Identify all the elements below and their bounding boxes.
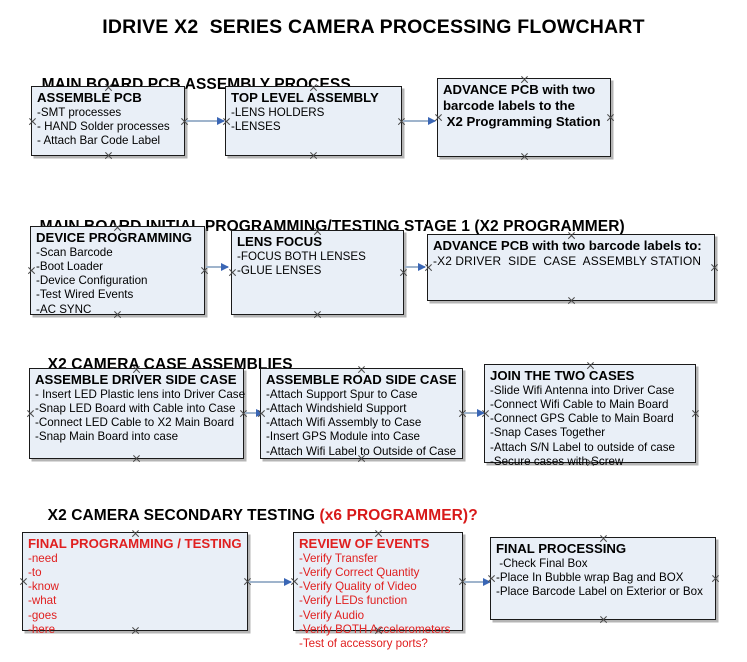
arrow-top-level-assembly-to-advance-pcb xyxy=(403,116,436,125)
box-title: FINAL PROCESSING xyxy=(496,541,627,556)
box-title: ASSEMBLE DRIVER SIDE CASE xyxy=(35,372,237,387)
connection-handle-left[interactable] xyxy=(26,409,35,418)
box-line: -what xyxy=(28,594,57,608)
box-join-the-two-cases[interactable]: JOIN THE TWO CASES -Slide Wifi Antenna i… xyxy=(484,364,696,468)
box-line: -Place Barcode Label on Exterior or Box xyxy=(496,585,703,599)
box-line: -FOCUS BOTH LENSES xyxy=(237,249,366,263)
connection-handle-right[interactable] xyxy=(691,409,700,418)
box-device-programming[interactable]: DEVICE PROGRAMMING -Scan Barcode -Boot L… xyxy=(27,226,205,316)
section-heading-text-red: (x6 PROGRAMMER)? xyxy=(319,507,478,524)
box-line: -LENSES xyxy=(231,119,281,133)
box-line: -Verify Correct Quantity xyxy=(299,565,420,579)
box-line: -Snap LED Board with Cable into Case xyxy=(35,401,236,415)
box-line: - HAND Solder processes xyxy=(37,119,170,133)
box-line: -Scan Barcode xyxy=(36,245,113,259)
box-line: -Verify Quality of Video xyxy=(299,580,417,594)
connection-handle-left[interactable] xyxy=(27,266,36,275)
box-line: -Verify Transfer xyxy=(299,551,378,565)
box-line: -SMT processes xyxy=(37,105,122,119)
box-line: -GLUE LENSES xyxy=(237,263,322,277)
box-line: -Snap Cases Together xyxy=(490,426,606,440)
box-assemble-pcb[interactable]: ASSEMBLE PCB -SMT processes - HAND Solde… xyxy=(31,86,185,156)
box-advance-pcb-programming-station[interactable]: ADVANCE PCB with two barcode labels to t… xyxy=(437,78,611,157)
box-line: barcode labels to the xyxy=(443,97,575,113)
arrow-device-programming-to-lens-focus xyxy=(206,262,229,271)
box-title: ASSEMBLE ROAD SIDE CASE xyxy=(266,372,457,387)
section-heading-text: X2 CAMERA SECONDARY TESTING xyxy=(47,507,320,524)
arrow-review-of-events-to-final-processing xyxy=(464,577,491,586)
connection-handle-bottom[interactable] xyxy=(599,615,608,624)
box-line: -Test Wired Events xyxy=(36,288,134,302)
box-title: TOP LEVEL ASSEMBLY xyxy=(231,90,379,105)
arrow-lens-focus-to-advance-pcb-driver-case xyxy=(405,262,426,271)
box-title: ADVANCE PCB with two xyxy=(443,82,596,97)
box-line: -Connect GPS Cable to Main Board xyxy=(490,412,674,426)
box-line: -Connect Wifi Cable to Main Board xyxy=(490,397,669,411)
box-line: -Insert GPS Module into Case xyxy=(266,430,421,444)
section-heading-x2-camera-secondary-testing: X2 CAMERA SECONDARY TESTING (x6 PROGRAMM… xyxy=(30,489,478,543)
arrow-road-side-case-to-join-two-cases xyxy=(464,408,485,417)
connection-handle-right[interactable] xyxy=(399,268,408,277)
box-line: -Place In Bubble wrap Bag and BOX xyxy=(496,570,684,584)
box-line: -to xyxy=(28,565,42,579)
box-line: -Device Configuration xyxy=(36,274,148,288)
box-line: -need xyxy=(28,551,58,565)
arrow-final-programming-to-review-of-events xyxy=(249,577,292,586)
box-line: -Attach Windshield Support xyxy=(266,401,407,415)
box-title: REVIEW OF EVENTS xyxy=(299,536,430,551)
box-lens-focus[interactable]: LENS FOCUS -FOCUS BOTH LENSES -GLUE LENS… xyxy=(231,230,404,315)
box-advance-pcb-driver-side-case[interactable]: ADVANCE PCB with two barcode labels to: … xyxy=(427,234,715,301)
box-final-programming-testing[interactable]: FINAL PROGRAMMING / TESTING -need -to -k… xyxy=(19,532,248,636)
box-line: -Attach Support Spur to Case xyxy=(266,387,418,401)
box-assemble-driver-side-case[interactable]: ASSEMBLE DRIVER SIDE CASE - Insert LED P… xyxy=(26,368,246,459)
connection-handle-bottom[interactable] xyxy=(520,152,529,161)
connection-handle-right[interactable] xyxy=(711,574,720,583)
box-line: -goes xyxy=(28,608,58,622)
connection-handle-bottom[interactable] xyxy=(309,151,318,160)
box-line: -here xyxy=(28,622,56,636)
box-line: -Verify Audio xyxy=(299,608,365,622)
box-line: -Boot Loader xyxy=(36,259,104,273)
connection-handle-bottom[interactable] xyxy=(567,296,576,305)
box-line: -AC SYNC xyxy=(36,302,92,316)
connection-handle-left[interactable] xyxy=(19,577,28,586)
box-line: -Attach S/N Label to outside of case xyxy=(490,440,675,454)
box-line: -LENS HOLDERS xyxy=(231,105,325,119)
box-line: -know xyxy=(28,580,59,594)
connection-handle-right[interactable] xyxy=(710,263,719,272)
box-line: -Verify LEDs function xyxy=(299,594,408,608)
box-top-level-assembly[interactable]: TOP LEVEL ASSEMBLY -LENS HOLDERS -LENSES xyxy=(225,86,402,156)
connection-handle-right[interactable] xyxy=(606,113,615,122)
box-title: JOIN THE TWO CASES xyxy=(490,368,635,383)
box-line: -Check Final Box xyxy=(496,556,588,570)
connection-handle-bottom[interactable] xyxy=(313,310,322,319)
box-title: FINAL PROGRAMMING / TESTING xyxy=(28,536,242,551)
connection-handle-bottom[interactable] xyxy=(132,454,141,463)
arrow-assemble-pcb-to-top-level-assembly xyxy=(186,116,225,125)
connection-handle-bottom[interactable] xyxy=(104,151,113,160)
box-title: DEVICE PROGRAMMING xyxy=(36,230,193,245)
box-title: ASSEMBLE PCB xyxy=(37,90,142,105)
box-line: -Attach Wifi Label to Outside of Case xyxy=(266,444,457,458)
connection-handle-left[interactable] xyxy=(28,117,37,126)
box-title: ADVANCE PCB with two barcode labels to: xyxy=(433,238,702,253)
box-line-overflow: -Test of accessory ports? xyxy=(299,637,428,651)
box-title: LENS FOCUS xyxy=(237,234,322,249)
box-line: -Verify BOTH Accelerometers xyxy=(299,622,451,636)
box-line: X2 Programming Station xyxy=(443,113,601,129)
box-assemble-road-side-case[interactable]: ASSEMBLE ROAD SIDE CASE -Attach Support … xyxy=(260,368,463,459)
box-line: -Snap Main Board into case xyxy=(35,430,179,444)
box-line: -X2 DRIVER SIDE CASE ASSEMBLY STATION xyxy=(433,253,702,268)
box-line: -Slide Wifi Antenna into Driver Case xyxy=(490,383,675,397)
box-line: -Connect LED Cable to X2 Main Board xyxy=(35,416,235,430)
box-review-of-events[interactable]: REVIEW OF EVENTS -Verify Transfer -Verif… xyxy=(293,532,463,650)
box-line: - Attach Bar Code Label xyxy=(37,134,161,148)
box-line: -Attach Wifi Assembly to Case xyxy=(266,416,422,430)
box-line: -Secure cases with Screw xyxy=(490,454,624,468)
box-final-processing[interactable]: FINAL PROCESSING -Check Final Box -Place… xyxy=(490,537,716,620)
box-line: - Insert LED Plastic lens into Driver Ca… xyxy=(35,387,246,401)
page-title: IDRIVE X2 SERIES CAMERA PROCESSING FLOWC… xyxy=(102,16,645,38)
